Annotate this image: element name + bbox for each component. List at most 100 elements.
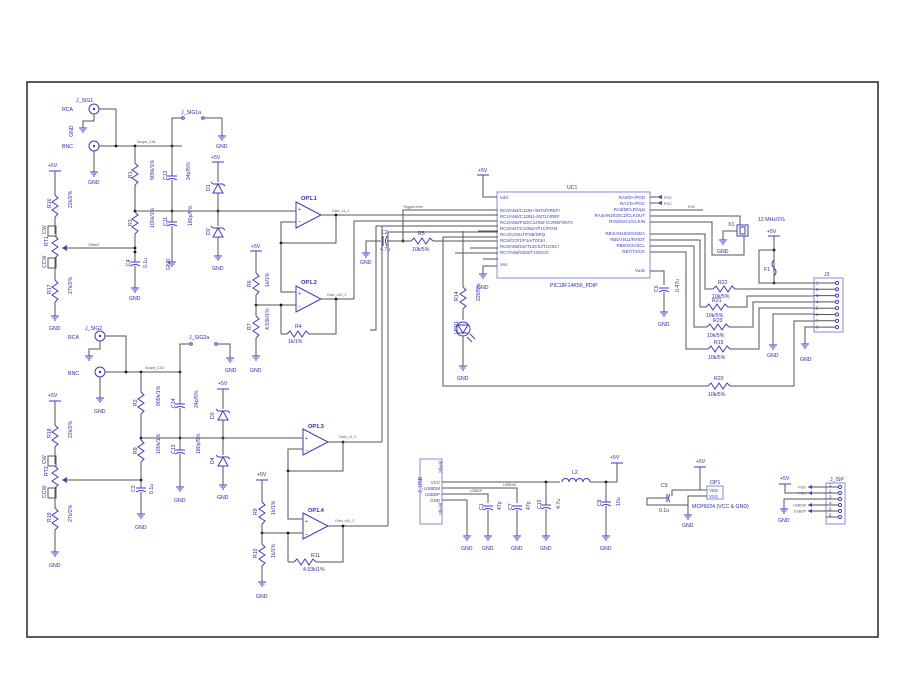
c13-ref: C13 bbox=[171, 444, 177, 454]
jumper-pin-icon bbox=[181, 116, 185, 120]
resistor-r18-icon bbox=[51, 424, 59, 448]
j3-pin-socket-icon bbox=[834, 299, 840, 304]
ground-icon bbox=[176, 486, 184, 492]
j-isp-net-label: PGD bbox=[798, 485, 806, 489]
vcc-label: +5V bbox=[218, 381, 228, 387]
j-sig2a-ref: J_SIG2a bbox=[189, 335, 209, 341]
j-isp-pin-socket-icon bbox=[837, 484, 843, 490]
net-gain10-ch2: Gain_x10_2 bbox=[335, 519, 354, 523]
ground-icon bbox=[801, 343, 809, 349]
capacitor-plate-icon bbox=[482, 508, 494, 511]
plus-sign: + bbox=[305, 519, 308, 525]
plus-sign: + bbox=[298, 207, 301, 213]
channel-2-input: J_SIG2 RCA BNC Scope_Ch2 GND J_SIG2a GND… bbox=[42, 326, 301, 569]
wire bbox=[650, 239, 706, 308]
jumper-pin-icon bbox=[214, 342, 218, 346]
gnd-label: GND bbox=[250, 368, 262, 374]
diode-d1-icon bbox=[210, 181, 226, 194]
rca-center-icon bbox=[92, 107, 96, 111]
c8-value: 10u bbox=[616, 497, 622, 506]
gnd-label: GND bbox=[49, 563, 61, 569]
resistor-r3-icon bbox=[131, 211, 139, 235]
net-arrow-icon bbox=[808, 503, 812, 507]
wire bbox=[728, 295, 814, 308]
r21-ref: R23 bbox=[713, 318, 723, 324]
net-scope-ch2: Scope_Ch2 bbox=[145, 366, 164, 370]
gnd-label: GND bbox=[658, 322, 670, 328]
pin-rb6: RB6/SCK/SCL bbox=[616, 243, 645, 248]
jumper-cw-icon bbox=[47, 455, 57, 467]
wire bbox=[730, 307, 814, 350]
j-isp-pin-socket-icon bbox=[837, 508, 843, 514]
ground-icon bbox=[252, 355, 260, 361]
j-sig2-bnc-label: BNC bbox=[68, 371, 79, 377]
junction-dot bbox=[133, 246, 137, 250]
c2-value: 4.7u bbox=[380, 247, 390, 253]
wire bbox=[722, 230, 737, 240]
diode-d3-icon bbox=[215, 408, 231, 421]
c13-value: 180p/5% bbox=[196, 433, 202, 454]
wire bbox=[804, 326, 814, 344]
pin-vss: Vss bbox=[500, 262, 508, 267]
rt1-ref: RT1 bbox=[44, 236, 50, 246]
c12-value: 24p/5% bbox=[186, 162, 192, 180]
capacitor-plate-icon bbox=[174, 406, 186, 409]
led-light-icon bbox=[466, 336, 473, 343]
ground-icon bbox=[602, 535, 610, 541]
minus-sign: − bbox=[298, 219, 301, 225]
ground-icon bbox=[51, 315, 59, 321]
net-offset1: Offset1 bbox=[88, 243, 100, 247]
c7-ref: C7 bbox=[508, 503, 514, 510]
l2-ref: L2 bbox=[572, 470, 578, 476]
pin-rc0: RC0/AN4/C12IN+/INT0/VREF+ bbox=[500, 208, 561, 213]
mcu-body bbox=[496, 191, 651, 279]
resistor-r10-icon bbox=[258, 543, 266, 567]
j3-pin-socket-icon bbox=[834, 306, 840, 311]
diode-d4-icon bbox=[215, 454, 231, 467]
resistor-r5-icon bbox=[410, 237, 434, 245]
gnd-label: GND bbox=[225, 368, 237, 374]
op1-supply-part: MCP6024 (VCC & GND) bbox=[692, 504, 749, 510]
pin-ra3: RA3/MCLR/Vpp bbox=[614, 207, 646, 212]
c1-ref: C1 bbox=[479, 503, 485, 510]
mcu-ref: UC1 bbox=[567, 185, 577, 191]
r15-value: 10k/5% bbox=[708, 392, 726, 398]
net-gain10-ch1: Gain_x10_1 bbox=[327, 293, 346, 297]
channel-1-amplifiers: OP1.1 + − Gain_x1_1 OP1.2 + − R4 1k/1% G… bbox=[247, 196, 498, 374]
r20-ref: R22 bbox=[718, 280, 728, 286]
ground-icon bbox=[463, 535, 471, 541]
wire bbox=[287, 471, 303, 520]
trigger-network: TriggerLevel C2 4.7u R5 10k/5% GND bbox=[360, 205, 498, 266]
pin-ra1: RA1/D-/PGC bbox=[620, 201, 645, 206]
net-usbdm: USBDM bbox=[503, 483, 516, 487]
ground-icon bbox=[513, 535, 521, 541]
ground-icon bbox=[769, 344, 777, 350]
r15-ref: R20 bbox=[714, 376, 724, 382]
wire bbox=[758, 249, 814, 284]
gnd-label: GND bbox=[800, 357, 812, 363]
c4-value: 0.1u bbox=[143, 258, 149, 268]
jumper-pin-icon bbox=[201, 116, 205, 120]
j3-pin-socket-icon bbox=[834, 312, 840, 317]
wire bbox=[99, 108, 117, 146]
capacitor-plate-icon bbox=[668, 493, 671, 503]
net-arrow-icon bbox=[808, 491, 812, 495]
wire bbox=[442, 499, 468, 536]
pin-rc6: RC6/AN8/SS/T13CKI/T1OSCI bbox=[500, 244, 559, 249]
d4-ref: D4 bbox=[210, 457, 216, 464]
junction-dot bbox=[341, 524, 345, 528]
wire bbox=[287, 532, 303, 562]
wire bbox=[650, 221, 745, 256]
capacitor-plate-icon bbox=[385, 235, 388, 247]
gnd-label: GND bbox=[540, 546, 552, 552]
op1-1-ref: OP1.1 bbox=[301, 196, 317, 202]
diode-d2-icon bbox=[210, 225, 226, 238]
bnc-center-icon bbox=[98, 370, 102, 374]
wire bbox=[375, 225, 498, 227]
net-gain1-ch2: Gain_x1_2 bbox=[339, 435, 356, 439]
c11-value: 180p/5% bbox=[188, 205, 194, 226]
jumper-ccw-icon bbox=[47, 257, 57, 269]
ground-icon bbox=[168, 261, 176, 267]
potentiometer-rt1-icon bbox=[51, 235, 59, 259]
